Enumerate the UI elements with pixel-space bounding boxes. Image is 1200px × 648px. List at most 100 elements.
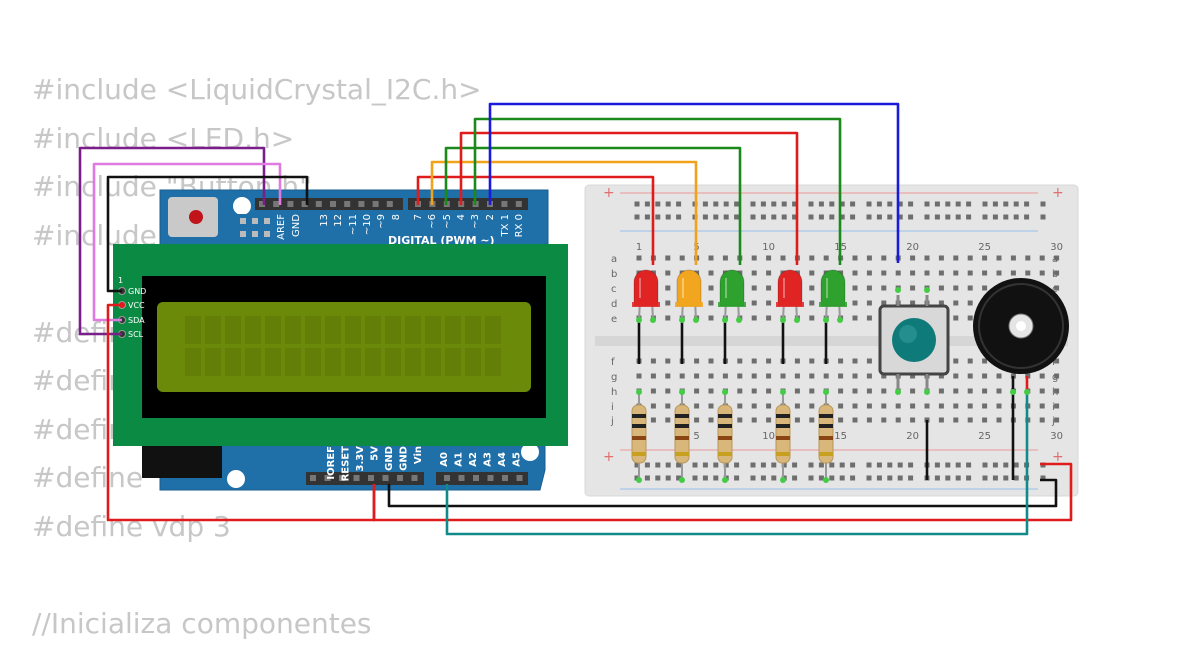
rail-hole[interactable] bbox=[956, 215, 961, 220]
breadboard-hole[interactable] bbox=[694, 359, 699, 364]
breadboard-hole[interactable] bbox=[637, 374, 642, 379]
breadboard-hole[interactable] bbox=[709, 418, 714, 423]
breadboard-hole[interactable] bbox=[709, 301, 714, 306]
breadboard-hole[interactable] bbox=[752, 418, 757, 423]
breadboard-hole[interactable] bbox=[1040, 256, 1045, 261]
rail-hole[interactable] bbox=[829, 463, 834, 468]
header-pin[interactable] bbox=[387, 201, 393, 207]
breadboard-hole[interactable] bbox=[737, 418, 742, 423]
rail-hole[interactable] bbox=[1003, 476, 1008, 481]
rail-hole[interactable] bbox=[693, 476, 698, 481]
rail-hole[interactable] bbox=[734, 463, 739, 468]
rail-hole[interactable] bbox=[983, 215, 988, 220]
breadboard-hole[interactable] bbox=[766, 374, 771, 379]
rail-hole[interactable] bbox=[867, 463, 872, 468]
rail-hole[interactable] bbox=[850, 202, 855, 207]
breadboard-hole[interactable] bbox=[809, 256, 814, 261]
breadboard-hole[interactable] bbox=[953, 404, 958, 409]
rail-hole[interactable] bbox=[829, 476, 834, 481]
breadboard-hole[interactable] bbox=[809, 374, 814, 379]
breadboard-hole[interactable] bbox=[953, 271, 958, 276]
breadboard-hole[interactable] bbox=[939, 256, 944, 261]
breadboard-hole[interactable] bbox=[968, 316, 973, 321]
rail-hole[interactable] bbox=[655, 476, 660, 481]
rail-hole[interactable] bbox=[734, 476, 739, 481]
rail-hole[interactable] bbox=[887, 215, 892, 220]
breadboard-hole[interactable] bbox=[982, 271, 987, 276]
rail-hole[interactable] bbox=[703, 463, 708, 468]
rail-hole[interactable] bbox=[724, 215, 729, 220]
rail-hole[interactable] bbox=[1003, 463, 1008, 468]
rail-hole[interactable] bbox=[771, 463, 776, 468]
header-pin[interactable] bbox=[310, 475, 316, 481]
breadboard-hole[interactable] bbox=[867, 418, 872, 423]
breadboard-hole[interactable] bbox=[939, 418, 944, 423]
reset-button[interactable] bbox=[189, 210, 203, 224]
rail-hole[interactable] bbox=[771, 215, 776, 220]
rail-hole[interactable] bbox=[1041, 215, 1046, 220]
breadboard-hole[interactable] bbox=[853, 418, 858, 423]
breadboard-hole[interactable] bbox=[910, 271, 915, 276]
header-pin[interactable] bbox=[412, 475, 418, 481]
breadboard-hole[interactable] bbox=[766, 286, 771, 291]
rail-hole[interactable] bbox=[676, 215, 681, 220]
breadboard-hole[interactable] bbox=[651, 374, 656, 379]
breadboard-hole[interactable] bbox=[766, 404, 771, 409]
rail-hole[interactable] bbox=[751, 463, 756, 468]
rail-hole[interactable] bbox=[645, 215, 650, 220]
header-pin[interactable] bbox=[501, 201, 507, 207]
rail-hole[interactable] bbox=[819, 202, 824, 207]
rail-hole[interactable] bbox=[966, 476, 971, 481]
rail-hole[interactable] bbox=[956, 463, 961, 468]
breadboard-hole[interactable] bbox=[752, 359, 757, 364]
breadboard-hole[interactable] bbox=[867, 359, 872, 364]
breadboard-hole[interactable] bbox=[968, 256, 973, 261]
breadboard-hole[interactable] bbox=[781, 256, 786, 261]
rail-hole[interactable] bbox=[645, 476, 650, 481]
rail-hole[interactable] bbox=[761, 463, 766, 468]
rail-hole[interactable] bbox=[1014, 215, 1019, 220]
header-pin[interactable] bbox=[344, 201, 350, 207]
rail-hole[interactable] bbox=[761, 202, 766, 207]
breadboard-hole[interactable] bbox=[665, 404, 670, 409]
breadboard-hole[interactable] bbox=[853, 404, 858, 409]
breadboard-hole[interactable] bbox=[723, 374, 728, 379]
breadboard-hole[interactable] bbox=[867, 374, 872, 379]
rail-hole[interactable] bbox=[935, 202, 940, 207]
rail-hole[interactable] bbox=[887, 476, 892, 481]
breadboard-hole[interactable] bbox=[781, 374, 786, 379]
breadboard-hole[interactable] bbox=[824, 256, 829, 261]
breadboard-hole[interactable] bbox=[925, 404, 930, 409]
rail-hole[interactable] bbox=[966, 202, 971, 207]
breadboard-hole[interactable] bbox=[838, 404, 843, 409]
breadboard-hole[interactable] bbox=[709, 316, 714, 321]
breadboard-hole[interactable] bbox=[910, 389, 915, 394]
rail-hole[interactable] bbox=[983, 202, 988, 207]
breadboard-hole[interactable] bbox=[853, 359, 858, 364]
breadboard-hole[interactable] bbox=[968, 404, 973, 409]
rail-hole[interactable] bbox=[645, 202, 650, 207]
breadboard-hole[interactable] bbox=[1054, 418, 1059, 423]
breadboard-hole[interactable] bbox=[910, 418, 915, 423]
rail-hole[interactable] bbox=[734, 202, 739, 207]
rail-hole[interactable] bbox=[877, 463, 882, 468]
header-pin[interactable] bbox=[368, 475, 374, 481]
breadboard-hole[interactable] bbox=[910, 256, 915, 261]
breadboard-hole[interactable] bbox=[766, 359, 771, 364]
rail-hole[interactable] bbox=[666, 463, 671, 468]
header-pin[interactable] bbox=[383, 475, 389, 481]
breadboard-hole[interactable] bbox=[665, 374, 670, 379]
rail-hole[interactable] bbox=[993, 463, 998, 468]
rail-hole[interactable] bbox=[761, 215, 766, 220]
breadboard-hole[interactable] bbox=[982, 404, 987, 409]
breadboard-hole[interactable] bbox=[881, 389, 886, 394]
breadboard-hole[interactable] bbox=[752, 256, 757, 261]
header-pin[interactable] bbox=[444, 475, 450, 481]
rail-hole[interactable] bbox=[666, 202, 671, 207]
rail-hole[interactable] bbox=[840, 463, 845, 468]
breadboard-hole[interactable] bbox=[997, 271, 1002, 276]
breadboard-hole[interactable] bbox=[1025, 256, 1030, 261]
breadboard-hole[interactable] bbox=[953, 256, 958, 261]
breadboard-hole[interactable] bbox=[925, 256, 930, 261]
